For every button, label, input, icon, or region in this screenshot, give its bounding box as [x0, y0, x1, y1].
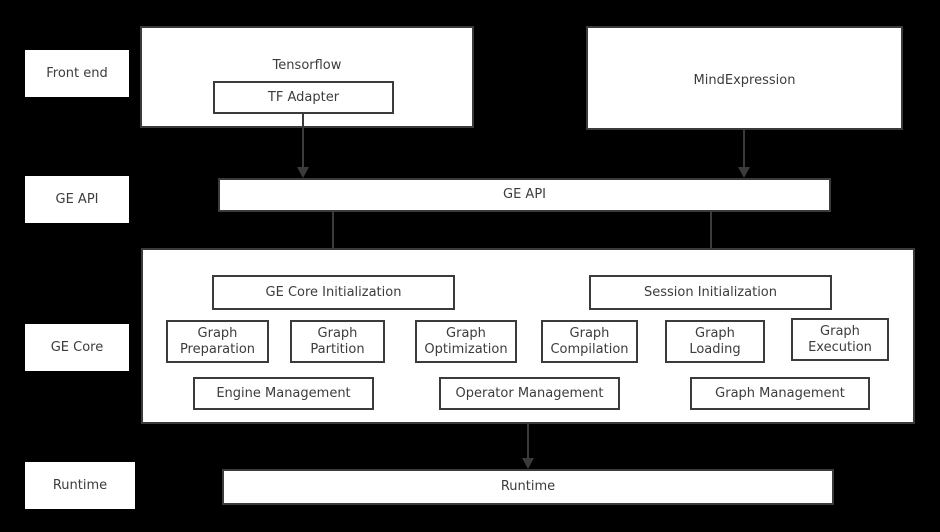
graph-management-box[interactable]: Graph Management: [690, 377, 870, 410]
tf-adapter-box[interactable]: TF Adapter: [213, 81, 394, 114]
tensorflow-title: Tensorflow: [272, 58, 342, 73]
ge-core-initialization-label: GE Core Initialization: [265, 284, 402, 300]
mindexpression-title: MindExpression: [693, 73, 796, 88]
graph-compilation-label: Graph Compilation: [550, 326, 629, 357]
engine-management-label: Engine Management: [216, 385, 351, 401]
layer-label-front-end-text: Front end: [46, 66, 108, 81]
mindexpression-frame[interactable]: MindExpression: [586, 26, 903, 130]
layer-label-runtime: Runtime: [25, 462, 135, 509]
runtime-bar-label: Runtime: [500, 479, 556, 495]
layer-label-front-end: Front end: [25, 50, 129, 97]
runtime-bar[interactable]: Runtime: [222, 469, 834, 505]
graph-compilation-box[interactable]: Graph Compilation: [541, 320, 638, 363]
graph-execution-box[interactable]: Graph Execution: [791, 318, 889, 361]
tf-adapter-label: TF Adapter: [267, 89, 340, 105]
layer-label-runtime-text: Runtime: [52, 478, 108, 493]
layer-label-ge-core: GE Core: [25, 324, 129, 371]
layer-label-ge-core-text: GE Core: [50, 340, 104, 355]
graph-loading-label: Graph Loading: [689, 326, 741, 357]
ge-api-bar[interactable]: GE API: [218, 178, 831, 212]
session-initialization-label: Session Initialization: [643, 284, 777, 300]
graph-optimization-box[interactable]: Graph Optimization: [415, 320, 517, 363]
graph-execution-label: Graph Execution: [808, 324, 872, 355]
graph-loading-box[interactable]: Graph Loading: [665, 320, 765, 363]
ge-core-initialization-box[interactable]: GE Core Initialization: [212, 275, 455, 310]
graph-optimization-label: Graph Optimization: [424, 326, 508, 357]
session-initialization-box[interactable]: Session Initialization: [589, 275, 832, 310]
ge-api-bar-label: GE API: [503, 187, 546, 203]
layer-label-ge-api-text: GE API: [55, 192, 99, 207]
graph-partition-box[interactable]: Graph Partition: [290, 320, 385, 363]
graph-management-label: Graph Management: [715, 385, 845, 401]
graph-preparation-label: Graph Preparation: [179, 326, 256, 357]
operator-management-label: Operator Management: [455, 385, 604, 401]
layer-label-ge-api: GE API: [25, 176, 129, 223]
graph-preparation-box[interactable]: Graph Preparation: [166, 320, 269, 363]
graph-partition-label: Graph Partition: [310, 326, 365, 357]
operator-management-box[interactable]: Operator Management: [439, 377, 620, 410]
engine-management-box[interactable]: Engine Management: [193, 377, 374, 410]
